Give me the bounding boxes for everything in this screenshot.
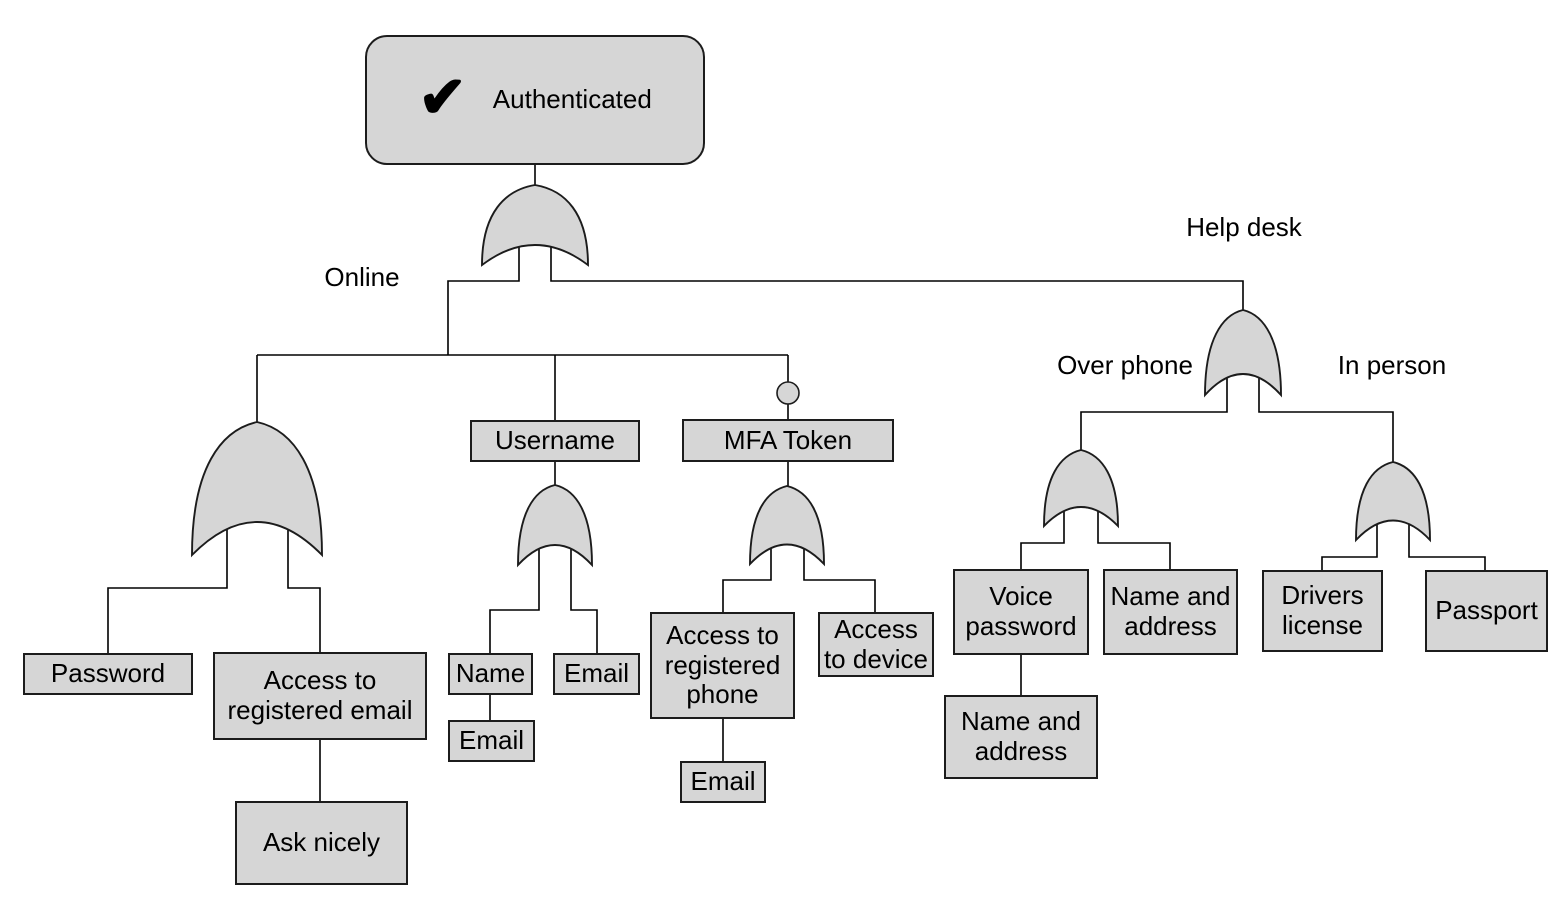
node-access-to-device: Access to device xyxy=(818,612,934,677)
node-password: Password xyxy=(23,653,193,695)
or-gate-username xyxy=(517,484,593,568)
node-passport: Passport xyxy=(1425,570,1548,652)
wire xyxy=(550,245,1244,312)
wire xyxy=(722,545,772,613)
node-drivers-license: Drivers license xyxy=(1262,570,1383,652)
or-gate-over-phone xyxy=(1043,449,1119,529)
not-circle-icon xyxy=(776,381,800,405)
wire xyxy=(1408,520,1486,571)
or-gate-root xyxy=(481,184,589,267)
wire xyxy=(1080,373,1228,452)
node-email: Email xyxy=(553,653,640,695)
node-email: Email xyxy=(448,720,535,762)
wire xyxy=(803,545,876,613)
node-name: Name xyxy=(448,653,533,695)
wire xyxy=(107,528,228,654)
wire xyxy=(1020,506,1065,571)
branch-label-over-phone: Over phone xyxy=(1057,350,1193,380)
or-gate-online xyxy=(191,421,323,558)
checkmark-icon: ✔ xyxy=(418,65,467,130)
or-gate-mfa-token xyxy=(749,485,825,567)
or-gate-help-desk xyxy=(1204,309,1282,398)
node-name-and-address: Name and address xyxy=(1103,569,1238,655)
wire xyxy=(447,245,520,355)
wire xyxy=(287,528,321,653)
node-name-and-address: Name and address xyxy=(944,695,1098,779)
branch-label-in-person: In person xyxy=(1337,350,1447,380)
node-access-registered-phone: Access to registered phone xyxy=(650,612,795,719)
wire xyxy=(489,545,540,654)
wire xyxy=(570,545,598,654)
or-gate-in-person xyxy=(1355,461,1431,543)
wire xyxy=(1321,520,1378,571)
node-voice-password: Voice password xyxy=(953,569,1089,655)
branch-label-help-desk: Help desk xyxy=(1186,212,1302,242)
node-username: Username xyxy=(470,420,640,462)
node-mfa-token: MFA Token xyxy=(682,419,894,462)
node-ask-nicely: Ask nicely xyxy=(235,801,408,885)
branch-label-online: Online xyxy=(324,262,400,292)
wire xyxy=(1097,506,1171,571)
node-access-registered-email: Access to registered email xyxy=(213,652,427,740)
wire xyxy=(1258,373,1394,464)
node-authenticated: ✔ Authenticated xyxy=(365,35,705,165)
node-email: Email xyxy=(680,761,766,803)
node-label: Authenticated xyxy=(492,84,652,115)
